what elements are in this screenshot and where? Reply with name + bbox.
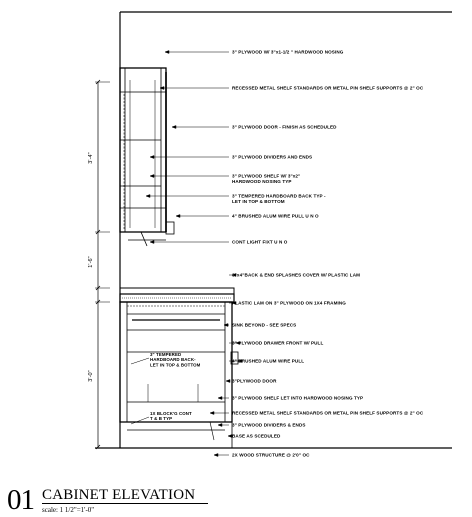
callout-note: SINK BEYOND - SEE SPECS [232, 323, 296, 328]
dimension-label: 3'-0" [88, 370, 94, 381]
leader-arrow [231, 273, 237, 277]
leader-arrow [213, 453, 219, 457]
title-underline [42, 503, 208, 504]
callout-note: 3" PLYWOOD DOOR - FINISH AS SCHEDULED [232, 125, 337, 130]
leader-arrow [149, 155, 155, 159]
callout-note: 3"PLYWOOD DOOR [232, 379, 277, 384]
inline-note: HARDBOARD BACK- [150, 357, 196, 362]
callout-note: CONT LIGHT FIXT U N O [232, 240, 288, 245]
callout-note: 3" PLYWOOD SHELF W/ 3"x2" [232, 174, 300, 179]
callout-note: 3" PLYWOOD DRAWER FRONT W/ PULL [232, 341, 323, 346]
leader-arrow [164, 50, 170, 54]
leader-arrow [235, 341, 241, 345]
leader-arrow [145, 194, 151, 198]
leader-line [130, 357, 150, 365]
leader-arrow [149, 240, 155, 244]
callout-note: BASE AS SCEDULED [232, 434, 281, 439]
inline-note: 1X BLOCK'G CONT [150, 411, 192, 416]
callout-note: 3"x4"BACK & END SPLASHES COVER W/ PLASTI… [232, 273, 360, 278]
callout-note: RECESSED METAL SHELF STANDARDS OR METAL … [232, 86, 424, 91]
callout-note: 3" PLYWOOD DIVIDERS & ENDS [232, 423, 306, 428]
dimension-label: 1'-6" [88, 256, 94, 267]
leader-arrow [231, 301, 237, 305]
callout-note: LET IN TOP & BOTTOM [232, 199, 285, 204]
leader-arrow [209, 411, 215, 415]
inline-note: T & B TYP [150, 416, 172, 421]
leader-arrow [217, 396, 223, 400]
callout-note: 2X WOOD STRUCTURE @ 2'0" OC [232, 453, 310, 458]
inline-note: 3" TEMPERED [150, 352, 181, 357]
dimension-label: 3'-4" [88, 152, 94, 163]
drawing-title: CABINET ELEVATION [42, 487, 196, 503]
leader-arrow [237, 359, 243, 363]
callout-note: 3" PLYWOOD SHELF LET INTO HARDWOOD NOSIN… [232, 396, 363, 401]
callout-note: RECESSED METAL SHELF STANDARDS OR METAL … [232, 411, 424, 416]
drawing-number: 01 [7, 484, 35, 516]
inline-note: LET IN TOP & BOTTOM [150, 362, 201, 367]
callout-note: PLASTIC LAM ON 3" PLYWOOD ON 1X4 FRAMING [232, 301, 346, 306]
leader-arrow [217, 423, 223, 427]
callout-note: 3" TEMPERED HARDBOARD BACK TYP - [232, 194, 326, 199]
callout-note: 4" BRUSHED ALUM WIRE PULL [232, 359, 304, 364]
leader-line [130, 416, 150, 425]
leader-arrow [149, 174, 155, 178]
callout-note: 3" PLYWOOD DIVIDERS AND ENDS [232, 155, 312, 160]
leader-arrow [159, 86, 165, 90]
callout-note: 4" BRUSHED ALUM WIRE PULL U N O [232, 214, 319, 219]
drawing-scale: scale: 1 1/2"=1'-0" [42, 506, 95, 514]
leader-arrow [171, 125, 177, 129]
leader-arrow [175, 214, 181, 218]
leader-arrow [227, 434, 233, 438]
callout-note: HARDWOOD NOSING TYP [232, 179, 292, 184]
leader-arrow [225, 379, 231, 383]
leader-arrow [223, 323, 229, 327]
callout-note: 3" PLYWOOD W/ 3"x1-1/2 " HARDWOOD NOSING [232, 50, 344, 55]
